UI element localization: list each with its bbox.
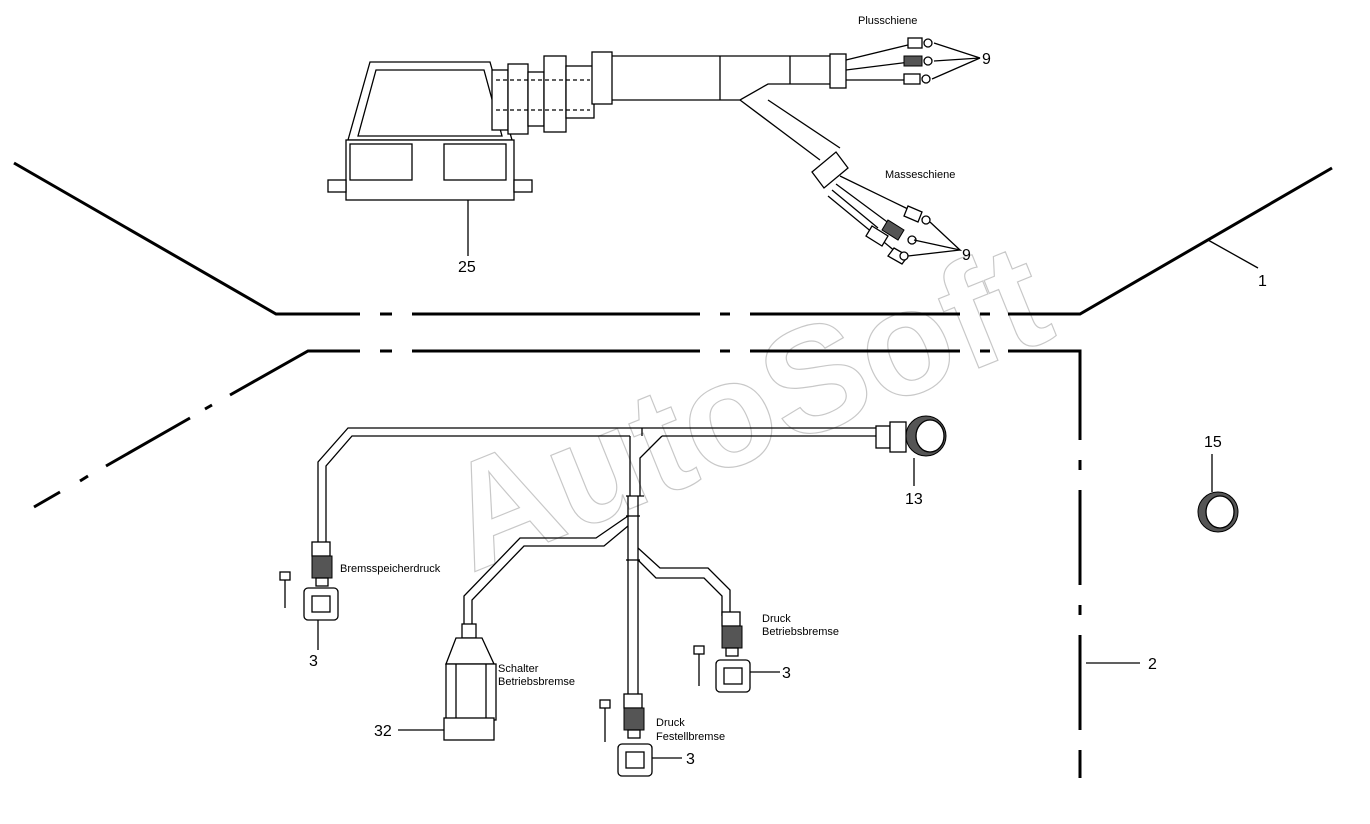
label-schalter-2: Betriebsbremse	[498, 676, 575, 688]
callout-32: 32	[374, 723, 392, 740]
label-masseschiene: Masseschiene	[885, 169, 955, 181]
callout-9-bottom: 9	[962, 247, 971, 264]
callout-15: 15	[1204, 434, 1222, 451]
callout-3-left: 3	[309, 653, 318, 670]
callout-25: 25	[458, 259, 476, 276]
label-schalter-1: Schalter	[498, 663, 539, 675]
svg-text:AutoSoft: AutoSoft	[420, 210, 1070, 603]
cable-gland	[491, 55, 595, 135]
label-druck-betrieb-1: Druck	[762, 613, 791, 625]
callout-3-right: 3	[782, 665, 791, 682]
callout-9-top: 9	[982, 51, 991, 68]
sensor-bremsspeicher	[279, 541, 339, 621]
callout-2: 2	[1148, 656, 1157, 673]
label-druck-fest-1: Druck	[656, 717, 685, 729]
connector-13	[875, 415, 947, 457]
label-druck-betrieb-2: Betriebsbremse	[762, 626, 839, 638]
plus-bus-wires	[845, 37, 981, 85]
control-unit-box	[327, 61, 533, 201]
callout-3-bottom: 3	[686, 751, 695, 768]
main-trunk-top	[591, 51, 849, 189]
watermark: AutoSoft	[420, 209, 1071, 603]
switch-betriebsbremse	[443, 623, 497, 741]
lower-harness	[317, 427, 876, 696]
label-druck-fest-2: Festellbremse	[656, 731, 725, 743]
frame-outline	[13, 161, 1333, 778]
label-bremsspeicherdruck: Bremsspeicherdruck	[340, 563, 441, 575]
callout-13: 13	[905, 491, 923, 508]
sensor-druck-festellbremse	[599, 693, 653, 777]
connector-15	[1197, 491, 1239, 533]
callout-1: 1	[1258, 273, 1267, 290]
label-plusschiene: Plusschiene	[858, 15, 917, 27]
sensor-druck-betriebsbremse	[693, 611, 751, 693]
ground-bus-wires	[827, 175, 963, 265]
